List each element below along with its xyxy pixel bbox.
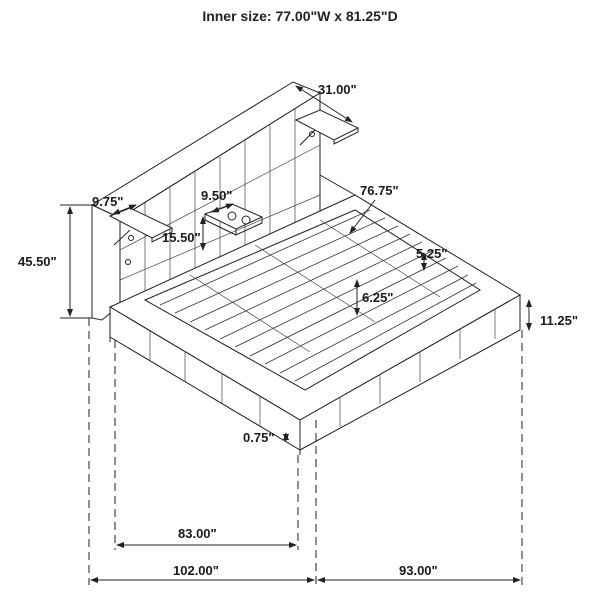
dimension-arrows — [67, 85, 532, 583]
extension-lines — [60, 204, 523, 585]
headboard-height-label: 45.50" — [18, 254, 57, 269]
overall-width-label: 102.00" — [173, 563, 219, 578]
inner-length-label: 76.75" — [360, 183, 399, 198]
left-shelf-depth-label: 9.75" — [92, 194, 123, 209]
frame-tufting — [149, 309, 496, 427]
shelf-height-label: 15.50" — [162, 230, 201, 245]
frame-height-label: 11.25" — [540, 313, 578, 328]
right-shelf-depth-label: 9.50" — [201, 188, 232, 203]
inner-width-label: 83.00" — [178, 526, 217, 541]
overall-depth-label: 93.00" — [399, 563, 438, 578]
bed-frame — [108, 194, 521, 455]
inner-size-title: Inner size: 77.00"W x 81.25"D — [202, 8, 398, 24]
headboard-width-label: 31.00" — [318, 82, 357, 97]
slat-height-label: 5.25" — [416, 246, 447, 261]
slats — [159, 209, 477, 382]
floor-clearance-label: 0.75" — [243, 430, 274, 445]
rail-height-label: 6.25" — [362, 290, 393, 305]
dimension-labels: 31.00" 9.75" 9.50" 15.50" 45.50" 76.75" … — [18, 82, 578, 578]
